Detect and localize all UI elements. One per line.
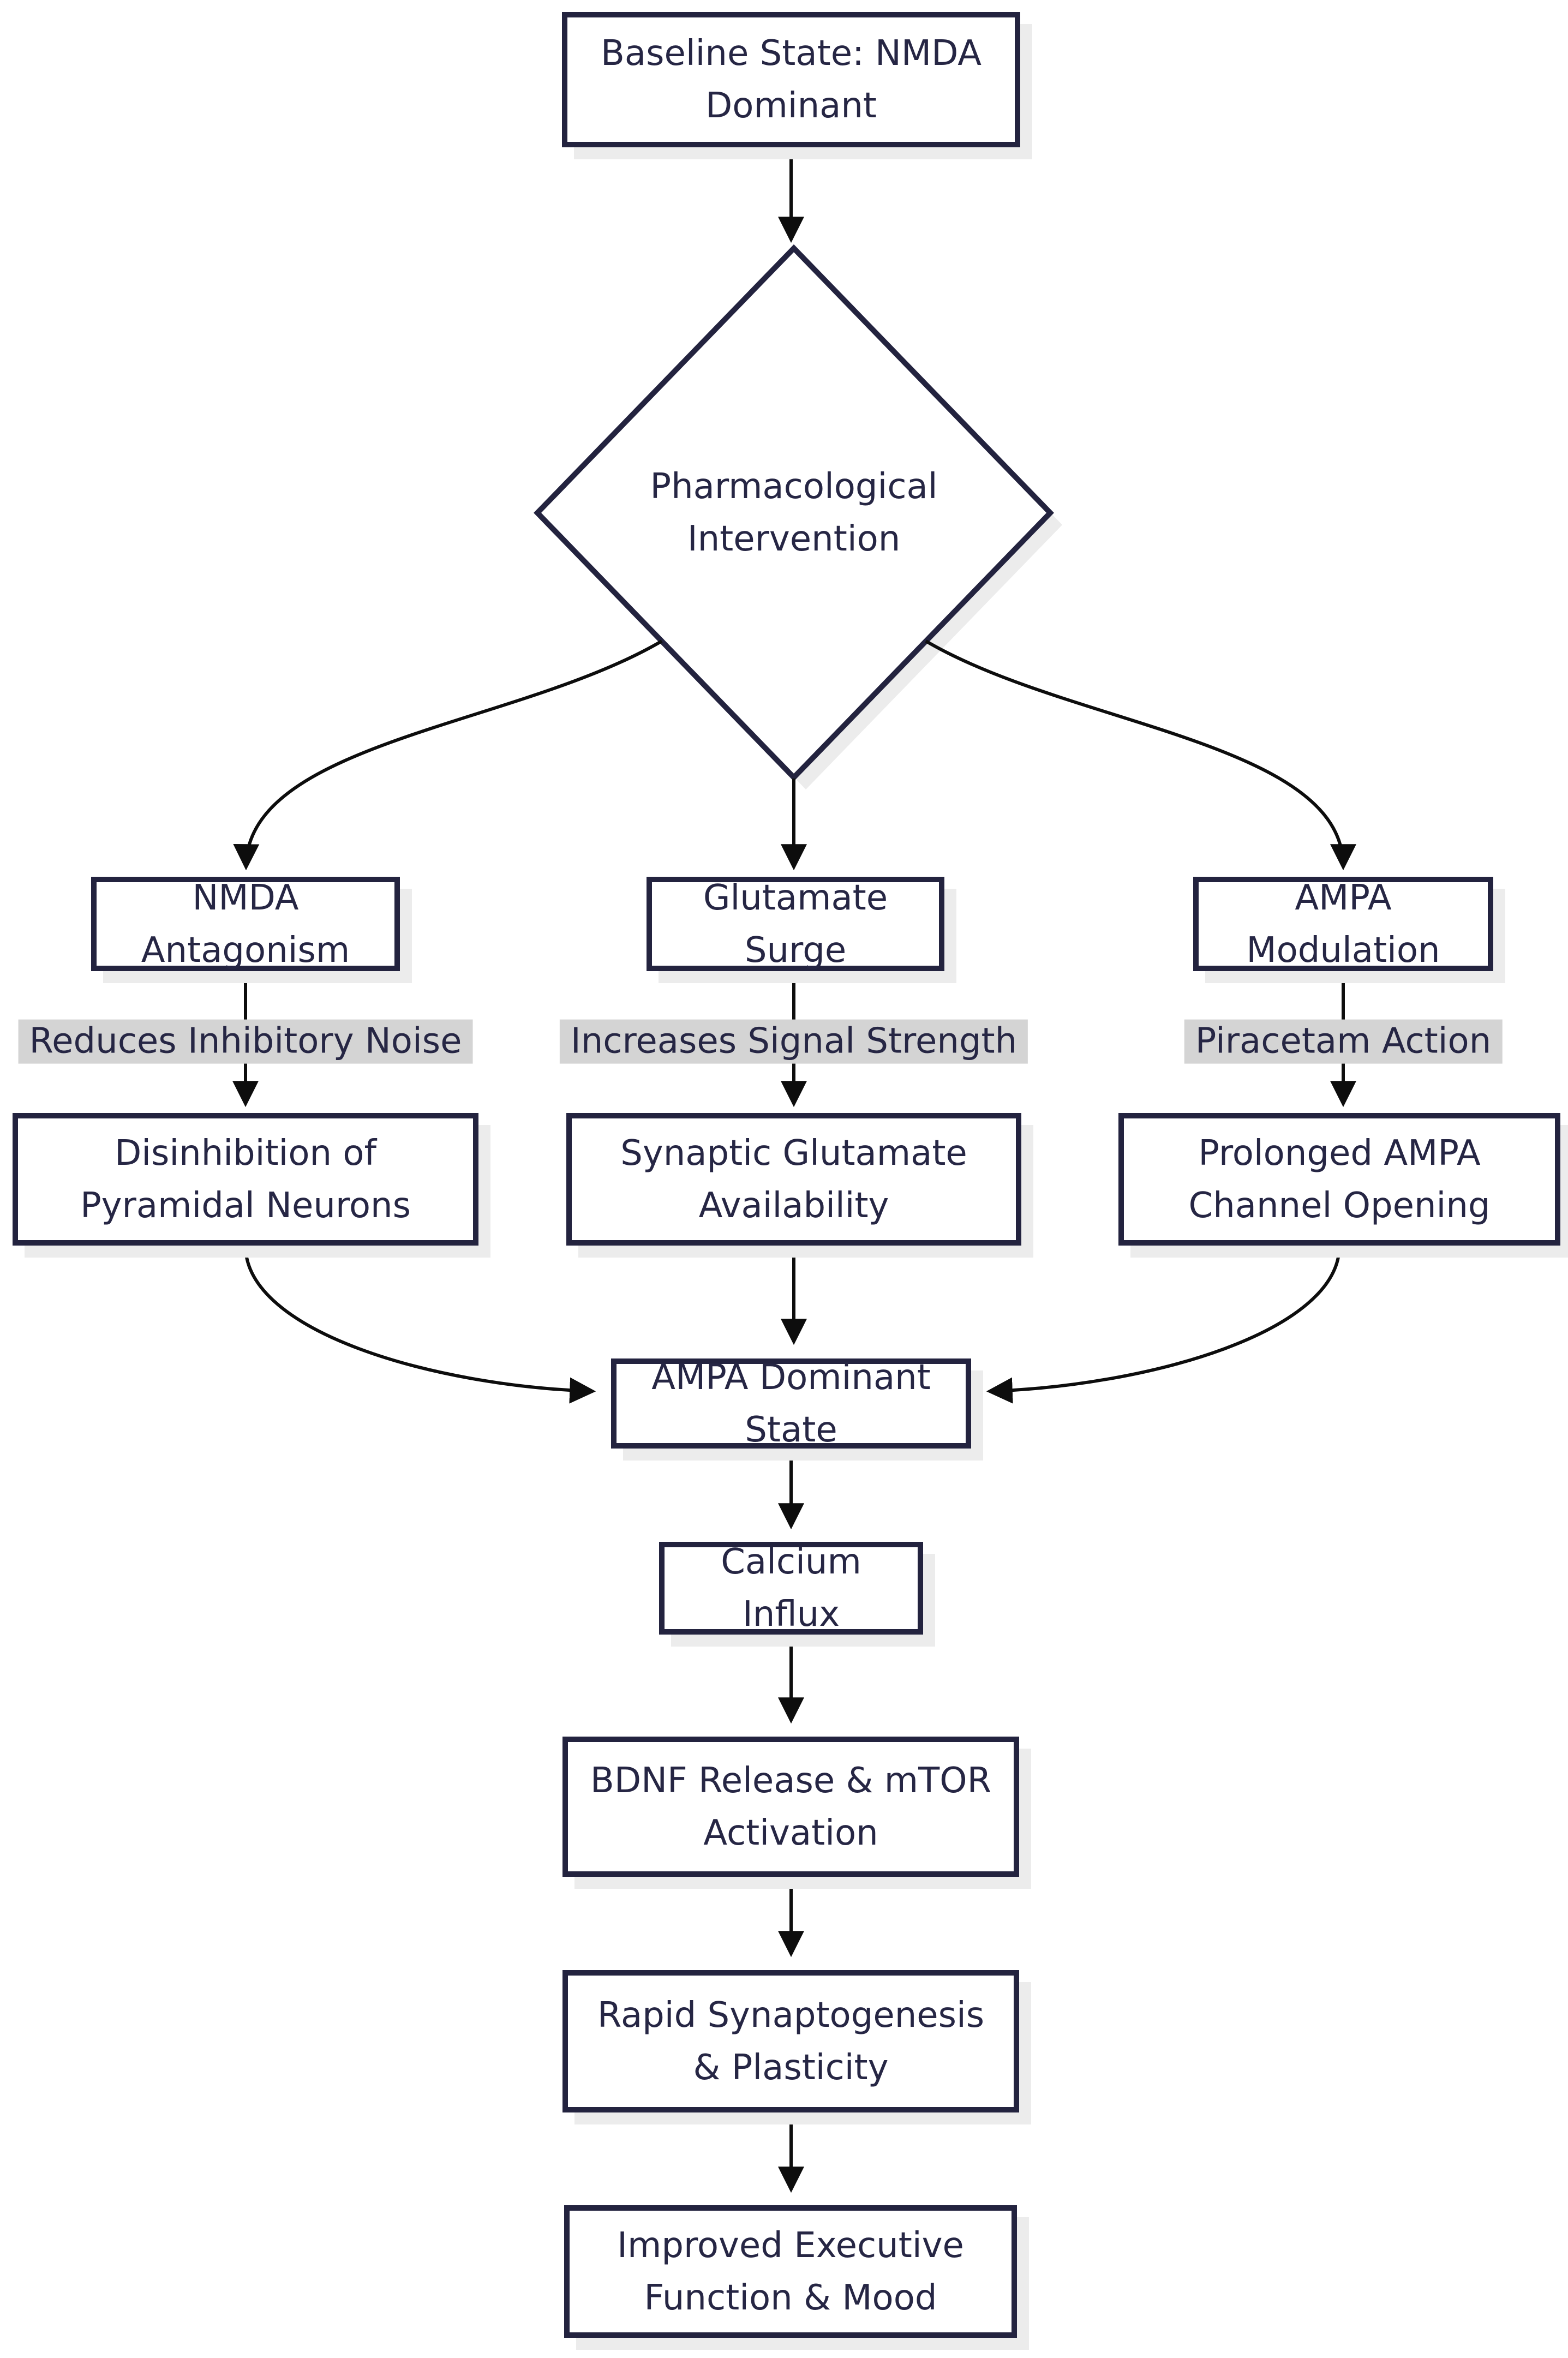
edge-disinhibition-ampa-dominant [244, 1246, 596, 1404]
edge-label-increases-signal-strength: Increases Signal Strength [559, 1019, 1028, 1064]
node-pharmacological-intervention-label: Pharmacological Intervention [650, 466, 938, 559]
edge-label-reduces-inhibitory-noise: Reduces Inhibitory Noise [18, 1019, 473, 1064]
edge-label-piracetam-action: Piracetam Action [1184, 1019, 1503, 1064]
node-improved-executive-function-mood: Improved Executive Function & Mood [564, 2205, 1017, 2338]
node-ampa-dominant-state: AMPA Dominant State [611, 1357, 971, 1450]
node-bdnf-release-mtor-activation: BDNF Release & mTOR Activation [562, 1737, 1019, 1877]
edge-prolonged-ampa-dominant [986, 1246, 1341, 1404]
edge-intervention-ampa-modulation [925, 639, 1356, 871]
decision-diamond [534, 244, 1054, 782]
node-disinhibition-pyramidal-neurons: Disinhibition of Pyramidal Neurons [13, 1113, 478, 1246]
node-synaptic-glutamate-availability: Synaptic Glutamate Availability [566, 1113, 1021, 1246]
node-baseline-state: Baseline State: NMDA Dominant [562, 12, 1020, 147]
node-glutamate-surge: Glutamate Surge [647, 877, 944, 971]
node-calcium-influx: Calcium Influx [659, 1542, 923, 1635]
node-ampa-modulation: AMPA Modulation [1193, 877, 1493, 971]
node-prolonged-ampa-channel-opening: Prolonged AMPA Channel Opening [1118, 1113, 1560, 1246]
edge-intervention-nmda-antagonism [233, 639, 663, 871]
node-rapid-synaptogenesis-plasticity: Rapid Synaptogenesis & Plasticity [562, 1970, 1019, 2112]
node-nmda-antagonism: NMDA Antagonism [91, 877, 400, 971]
